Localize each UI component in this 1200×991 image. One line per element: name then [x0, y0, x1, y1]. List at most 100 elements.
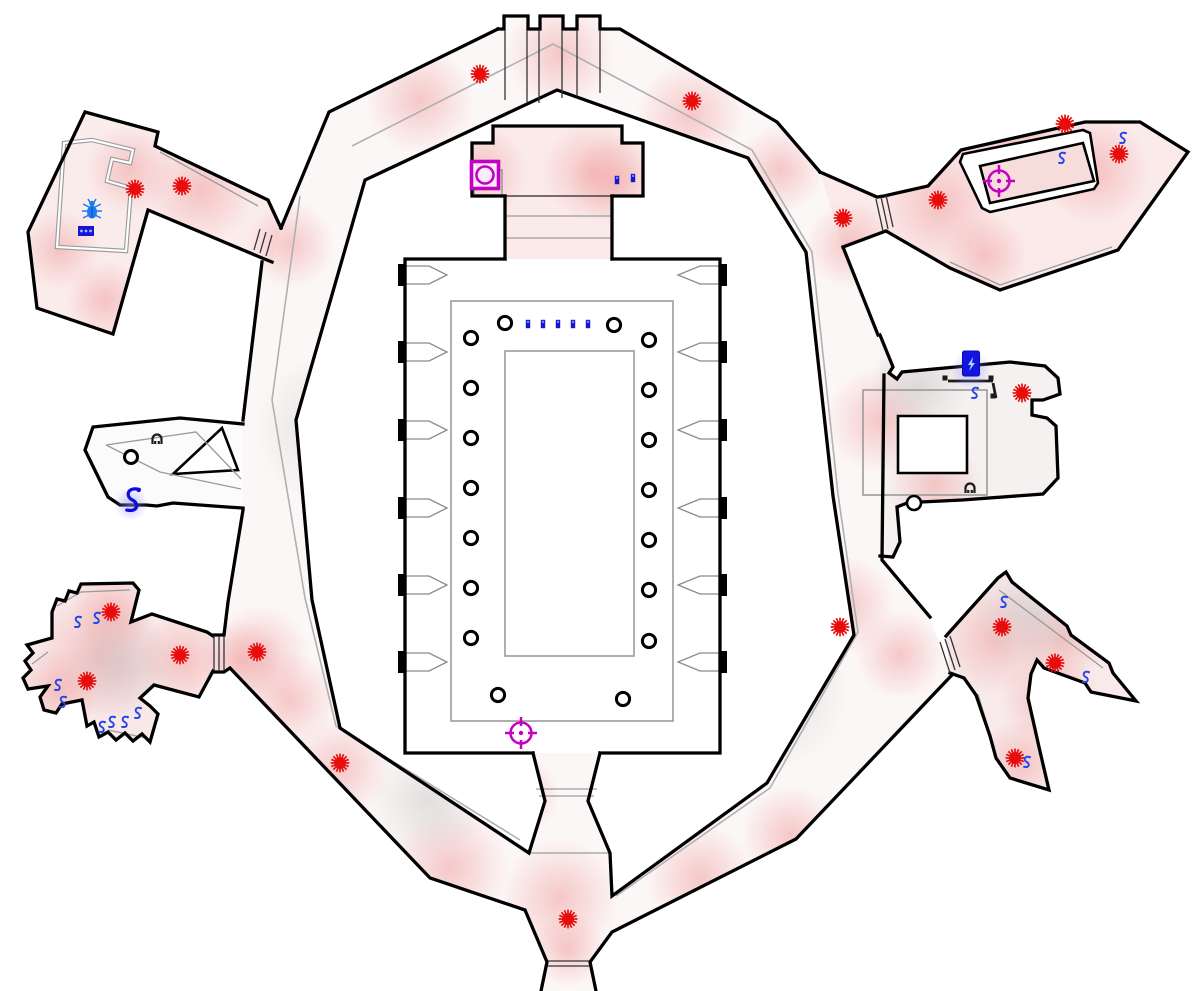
bonus-item-icon: [1058, 151, 1066, 164]
monster-spike: [330, 758, 336, 762]
monster-body: [1113, 148, 1125, 160]
monster-spike: [1025, 385, 1030, 390]
monster-spike: [684, 104, 689, 109]
monster-spike: [106, 602, 110, 608]
monster-spike: [175, 645, 179, 651]
crosshair-dot: [518, 730, 524, 736]
monster-spike: [1018, 750, 1023, 755]
monster-spike: [846, 221, 851, 226]
monster-spike: [184, 650, 190, 654]
monster-spike: [91, 676, 97, 680]
armor-icon: [964, 482, 976, 493]
monster-spike: [1023, 383, 1027, 389]
monster-spike: [77, 682, 83, 686]
bug-item-icon: [82, 198, 102, 219]
monster-marker: [1045, 653, 1065, 673]
monster-spike: [252, 642, 256, 648]
monster-spike: [181, 645, 185, 651]
monster-spike: [115, 607, 121, 611]
monster-spike: [1047, 666, 1052, 671]
monster-spike: [1003, 617, 1007, 623]
monster-spike: [1066, 114, 1070, 120]
monster-spike: [130, 193, 134, 199]
cross-room-wall: [21, 581, 216, 746]
monster-spike: [114, 615, 119, 620]
monster-spike: [247, 647, 253, 651]
monster-spike: [682, 102, 688, 106]
monster-body: [1016, 387, 1028, 399]
monster-spike: [928, 201, 934, 205]
bonus-item-icon-dot: [1087, 671, 1090, 674]
monster-spike: [558, 914, 564, 918]
monster-spike: [942, 195, 948, 199]
hall-wall-left: [403, 257, 535, 755]
monster-spike: [177, 176, 181, 182]
bonus-item-icon: [74, 615, 82, 628]
bonus-item-icon: [59, 695, 67, 708]
monster-spike: [847, 213, 853, 217]
armor-icon: [151, 433, 163, 444]
monster-spike: [186, 181, 192, 185]
ammo-clip-icon: [555, 319, 561, 329]
monster-spike: [185, 189, 190, 194]
hall-pillar-circle: [640, 331, 658, 349]
monster-spike: [1010, 748, 1014, 754]
monster-spike: [1058, 655, 1063, 660]
monster-spike: [1068, 116, 1073, 121]
ammo-clip-icon: [570, 319, 576, 329]
ammo-clip-icon-top: [556, 320, 560, 323]
monster-spike: [91, 682, 97, 686]
monster-spike: [138, 181, 143, 186]
monster-body: [686, 95, 698, 107]
monster-spike: [928, 195, 934, 199]
central-hall-floor: [405, 259, 720, 753]
monster-marker: [247, 642, 267, 662]
monster-spike: [846, 210, 851, 215]
monster-spike: [335, 753, 339, 759]
fence-post: [990, 393, 996, 399]
hall-pillar-circle: [496, 314, 514, 332]
bonus-item-icon: [1082, 670, 1090, 683]
monster-spike: [136, 179, 140, 185]
monster-spike: [1019, 759, 1025, 763]
monster-spike: [172, 181, 178, 185]
monster-spike: [170, 650, 176, 654]
monster-spike: [483, 66, 488, 71]
monster-spike: [835, 617, 839, 623]
monster-spike: [1123, 155, 1129, 159]
ring-outer-wall-w1: [211, 508, 245, 637]
monster-marker: [928, 190, 948, 210]
monster-spike: [475, 78, 479, 84]
monster-spike: [693, 91, 697, 97]
west-room-pillar: [123, 449, 139, 465]
door-ne: [885, 194, 894, 228]
key-glow: [114, 487, 148, 521]
monster-spike: [838, 208, 842, 214]
bonus-item-icon: [1119, 131, 1127, 144]
monster-spike: [1050, 653, 1054, 659]
monster-spike: [1059, 664, 1065, 668]
monster-spike: [992, 622, 998, 626]
bonus-item-icon: [1000, 595, 1008, 608]
monster-spike: [1014, 385, 1019, 390]
hall-gray-rect-outer: [450, 300, 674, 722]
monster-spike: [101, 613, 107, 617]
hall-pillar-circle: [462, 429, 480, 447]
ring-outer-wall-top-tabs: [496, 14, 823, 175]
east-room-pillar: [896, 414, 969, 475]
monster-spike: [1057, 127, 1062, 132]
monster-spike: [332, 766, 337, 771]
monster-spike: [484, 75, 490, 79]
monster-spike: [1017, 383, 1021, 389]
bonus-item-icon-dot: [98, 612, 101, 615]
monster-spike: [332, 755, 337, 760]
monster-spike: [571, 922, 576, 927]
ring-outer-wall-sw: [211, 665, 549, 991]
monster-spike: [1045, 664, 1051, 668]
monster-body: [176, 180, 188, 192]
monster-spike: [183, 190, 187, 196]
ammo-clip-icon-top: [526, 320, 530, 323]
monster-spike: [177, 190, 181, 196]
monster-spike: [696, 96, 702, 100]
gray-shade: [974, 554, 1090, 670]
